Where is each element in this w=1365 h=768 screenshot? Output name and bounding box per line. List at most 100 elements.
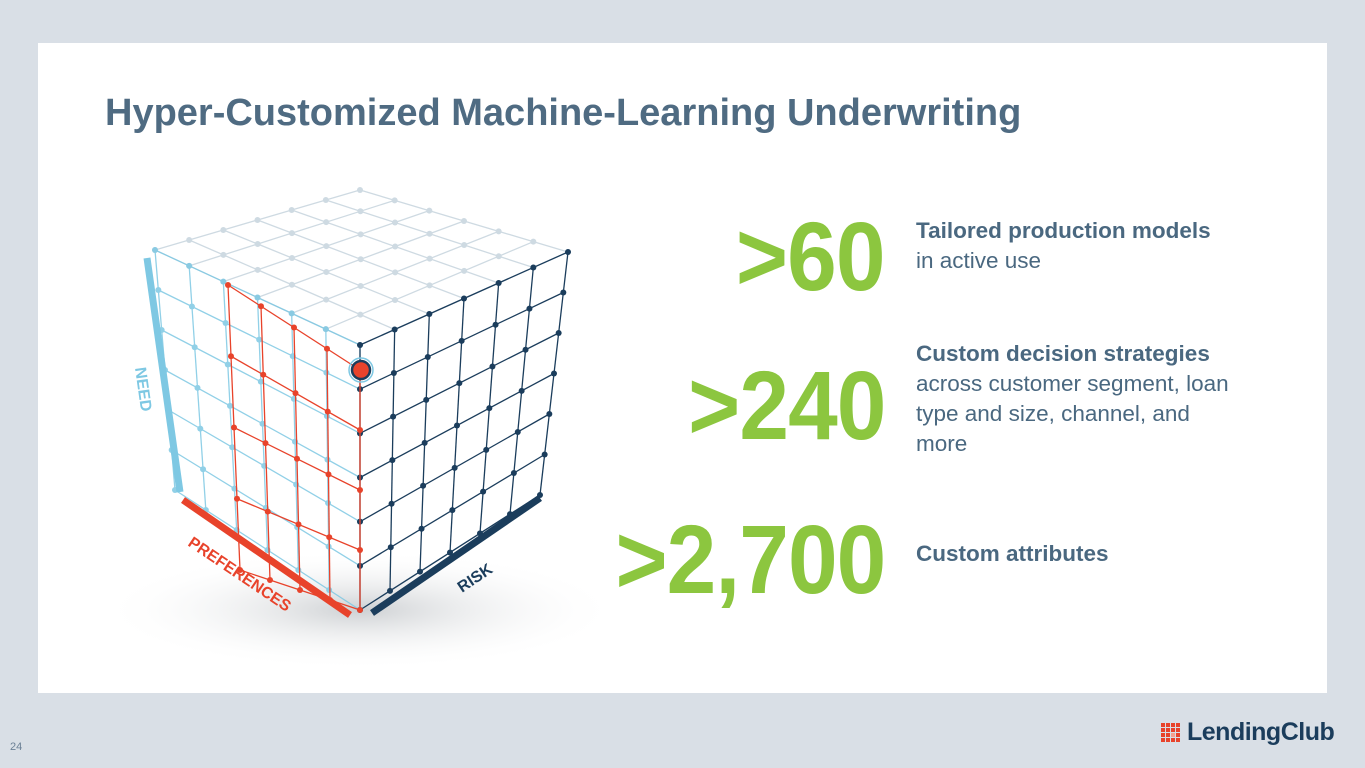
grid-node <box>461 295 467 302</box>
grid-node <box>357 256 364 263</box>
logo-square <box>1166 737 1170 742</box>
grid-node <box>188 303 195 310</box>
grid-node <box>388 500 395 507</box>
stat-value-models: >60 <box>736 202 886 311</box>
stat-value-attributes: >2,700 <box>615 505 886 614</box>
grid-node <box>357 547 363 553</box>
grid-node <box>257 378 264 385</box>
grid-node <box>420 482 427 489</box>
grid-node <box>560 289 567 296</box>
logo-square <box>1171 737 1175 742</box>
need-axis-label: NEED <box>131 366 154 412</box>
grid-node <box>458 337 465 344</box>
grid-node <box>483 446 490 453</box>
stat-headline: Custom decision strategies <box>916 341 1210 366</box>
grid-node <box>259 420 266 427</box>
grid-node <box>357 342 363 348</box>
grid-node <box>292 390 299 397</box>
grid-node <box>323 243 330 250</box>
grid-node <box>288 230 295 237</box>
grid-node <box>426 282 433 289</box>
grid-node <box>323 369 330 376</box>
grid-node <box>461 218 467 224</box>
grid-node <box>449 507 456 514</box>
grid-node <box>530 238 537 245</box>
grid-node <box>426 255 433 262</box>
grid-node <box>325 500 332 507</box>
grid-node <box>391 326 398 333</box>
grid-node <box>486 405 493 412</box>
grid-node <box>461 267 468 274</box>
grid-node <box>424 353 431 360</box>
logo-text: LendingClub <box>1187 718 1335 746</box>
grid-node <box>254 294 261 301</box>
grid-node <box>222 320 229 327</box>
grid-node <box>426 311 433 317</box>
logo-square <box>1161 722 1165 727</box>
grid-node <box>220 251 227 258</box>
grid-node <box>324 345 330 352</box>
logo-square <box>1176 722 1180 727</box>
logo-square <box>1171 722 1175 727</box>
grid-node <box>220 278 227 285</box>
grid-node <box>454 422 460 429</box>
grid-node <box>186 237 193 243</box>
grid-node <box>461 242 468 248</box>
grid-node <box>392 243 399 250</box>
grid-node <box>390 370 397 377</box>
logo-square <box>1171 732 1175 737</box>
logo-square <box>1166 732 1170 737</box>
grid-node <box>526 305 533 312</box>
grid-node <box>325 471 332 478</box>
grid-node <box>228 353 234 360</box>
grid-node <box>323 296 330 303</box>
logo-square <box>1161 732 1165 737</box>
grid-node <box>258 303 264 310</box>
grid-node <box>447 549 453 556</box>
grid-node <box>357 311 364 318</box>
grid-node <box>392 269 399 276</box>
grid-node <box>541 451 548 458</box>
grid-node <box>288 281 295 288</box>
grid-node <box>495 253 502 260</box>
grid-node <box>231 424 237 431</box>
grid-node <box>551 370 557 377</box>
grid-node <box>426 230 433 237</box>
grid-node <box>297 587 303 593</box>
need-axis-bar <box>143 257 184 493</box>
grid-node <box>291 324 297 331</box>
logo-square <box>1161 737 1165 742</box>
grid-node <box>256 336 263 343</box>
stat-desc-strategies: Custom decision strategies across custom… <box>916 339 1246 459</box>
grid-node <box>229 444 236 451</box>
grid-node <box>421 439 428 446</box>
grid-node <box>295 521 302 528</box>
grid-node <box>510 470 517 477</box>
logo-square <box>1176 732 1180 737</box>
grid-node <box>392 219 398 226</box>
grid-node <box>200 466 207 473</box>
grid-node <box>260 371 267 378</box>
grid-node <box>392 297 398 303</box>
grid-node <box>155 287 162 293</box>
logo-square <box>1166 722 1170 727</box>
grid-node <box>357 187 363 193</box>
logo-square <box>1161 727 1165 732</box>
risk-axis-bar <box>370 495 542 616</box>
stat-desc-attributes: Custom attributes <box>916 539 1109 569</box>
grid-node <box>480 488 487 495</box>
logo-grid-icon <box>1161 722 1180 742</box>
grid-node <box>220 227 227 233</box>
page-number: 24 <box>10 741 23 753</box>
grid-node <box>418 525 425 532</box>
grid-node <box>451 464 458 471</box>
grid-node <box>518 387 525 394</box>
grid-node <box>225 282 231 288</box>
stat-desc-models: Tailored production models in active use <box>916 216 1211 276</box>
grid-node <box>357 427 363 433</box>
grid-node <box>324 456 331 463</box>
grid-node <box>323 269 330 275</box>
grid-node <box>530 264 537 271</box>
grid-node <box>152 247 158 253</box>
grid-node <box>254 266 261 273</box>
